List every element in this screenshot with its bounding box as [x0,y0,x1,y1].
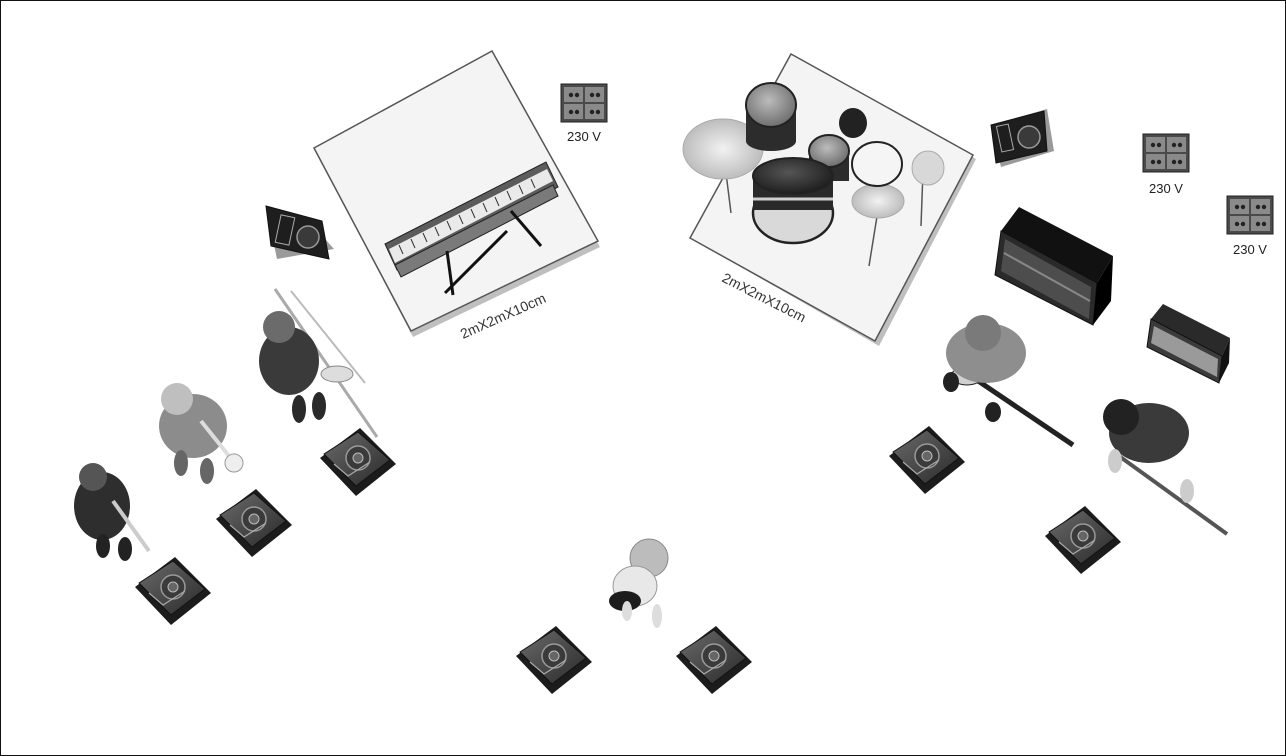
power-outlet-quad-icon [561,84,607,122]
floor-wedge-monitor-icon [1045,506,1121,574]
pa-speaker-right-icon [991,109,1054,167]
trombone-player-icon [259,289,377,437]
power-outlet-3-voltage: 230 V [1233,242,1267,257]
power-outlet-2: 230 V [1143,134,1189,196]
floor-wedge-monitor-icon [216,489,292,557]
floor-wedge-monitor-icon [676,626,752,694]
guitar-amp-icon [1147,304,1230,383]
floor-wedge-monitor-icon [516,626,592,694]
saxophone-player-icon [74,463,149,561]
power-outlet-3: 230 V [1227,196,1273,257]
power-outlet-quad-icon [1227,196,1273,234]
power-outlet-1: 230 V [561,84,607,144]
floor-wedge-monitor-icon [889,426,965,494]
floor-wedge-monitor-icon [320,428,396,496]
bass-guitarist-icon [943,315,1073,445]
floor-wedge-monitor-icon [135,557,211,625]
guitarist-icon [1103,399,1227,534]
trumpet-player-icon [159,383,243,484]
vocalist-icon [609,539,668,628]
bass-amp-icon [995,207,1113,325]
power-outlet-quad-icon [1143,134,1189,172]
pa-speaker-left-icon [266,206,334,259]
power-outlet-2-voltage: 230 V [1149,181,1183,196]
power-outlet-1-voltage: 230 V [567,129,601,144]
